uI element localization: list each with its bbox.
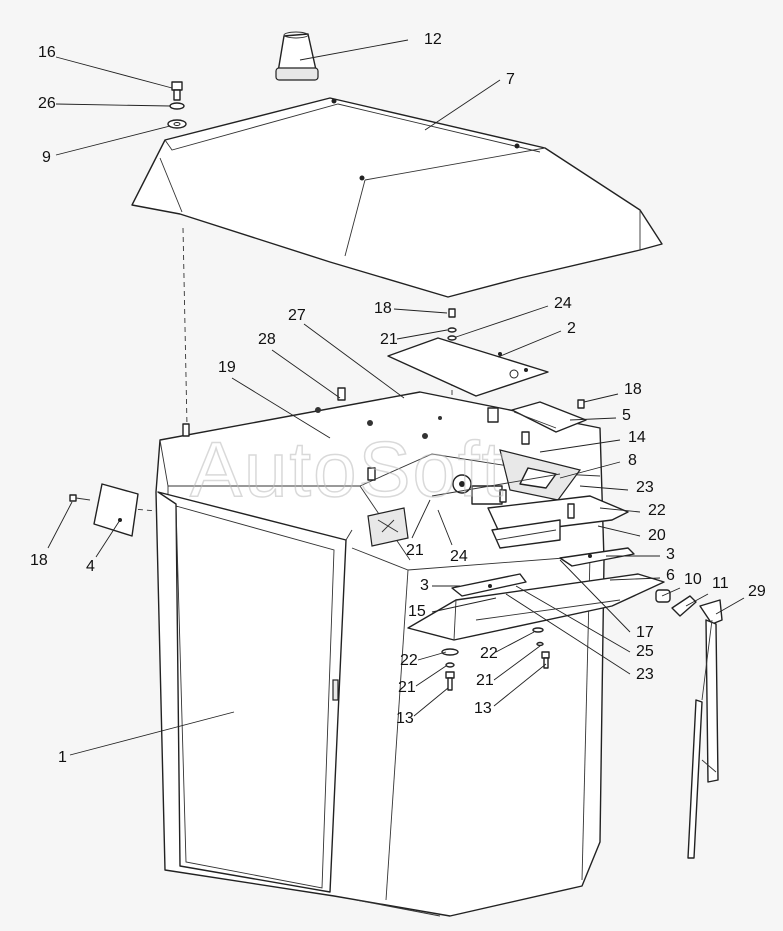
callout-label-13: 13 [396,710,414,727]
callout-leader-13 [413,687,449,717]
callout-label-24: 24 [554,295,572,312]
callout-label-19: 19 [218,359,236,376]
callout-label-25: 25 [636,643,654,660]
callout-label-22: 22 [400,652,418,669]
callout-leader-25 [515,585,631,653]
callout-leader-22 [417,651,447,661]
callout-label-9: 9 [42,149,51,166]
callout-leader-12 [299,39,409,61]
callout-label-21: 21 [398,679,416,696]
callout-label-17: 17 [636,624,654,641]
callout-label-18: 18 [374,300,392,317]
callout-leader-18 [47,501,73,549]
callout-leader-19 [231,377,331,439]
callout-leader-24 [455,305,549,338]
callout-leader-13 [493,663,547,707]
callout-leader-29 [715,597,745,615]
callout-label-26: 26 [38,95,56,112]
callout-leader-16 [55,56,173,89]
watermark-text: AutoSoft [190,425,505,513]
callout-leader-9 [55,125,171,156]
callout-leader-10 [661,587,681,597]
callout-label-12: 12 [424,31,442,48]
callout-label-7: 7 [506,71,515,88]
callout-label-4: 4 [86,558,95,575]
cover-plate [387,337,549,397]
callout-leader-1 [69,711,235,756]
small-screw [69,308,585,502]
callout-label-13: 13 [474,700,492,717]
callout-leader-21 [493,645,541,681]
callout-label-21: 21 [476,672,494,689]
callout-label-20: 20 [648,527,666,544]
bolt-washer-stack [167,81,187,129]
callout-label-5: 5 [622,407,631,424]
callout-label-16: 16 [38,44,56,61]
callout-label-28: 28 [258,331,276,348]
callout-label-15: 15 [408,603,426,620]
callout-leader-20 [597,525,641,537]
callout-label-18: 18 [30,552,48,569]
mounting-brackets [451,547,635,597]
callout-label-3: 3 [666,546,675,563]
callout-label-24: 24 [450,548,468,565]
callout-leader-21 [415,665,447,687]
callout-leader-21 [411,499,431,539]
roof-hood [131,97,663,298]
beacon-lamp [275,31,319,81]
callout-label-27: 27 [288,307,306,324]
callout-label-10: 10 [684,571,702,588]
lower-bolts [441,627,550,691]
callout-leader-11 [685,593,709,607]
callout-leader-4 [95,519,121,558]
callout-leader-17 [559,559,631,633]
callout-label-29: 29 [748,583,766,600]
callout-leader-14 [539,439,621,453]
callout-leader-21 [396,329,448,340]
callout-label-23: 23 [636,666,654,683]
callout-leader-15 [431,597,497,613]
callout-leader-18 [393,308,448,314]
callout-label-6: 6 [666,567,675,584]
callout-label-3: 3 [420,577,429,594]
callout-label-22: 22 [648,502,666,519]
callout-label-23: 23 [636,479,654,496]
callout-label-22: 22 [480,645,498,662]
callout-leader-26 [55,103,171,107]
callout-leader-7 [424,79,501,131]
callout-leader-23 [579,485,629,491]
side-cover [93,483,139,537]
callout-label-8: 8 [628,452,637,469]
callout-label-18: 18 [624,381,642,398]
callout-label-2: 2 [567,320,576,337]
cabin-body [155,387,605,917]
callout-label-21: 21 [406,542,424,559]
callout-label-1: 1 [58,749,67,766]
callout-leader-24 [437,509,453,546]
callout-leader-2 [497,330,562,358]
wiper-arm-assembly [655,589,723,859]
callout-leader-18 [583,393,619,403]
callout-label-11: 11 [712,575,729,592]
callout-label-14: 14 [628,429,646,446]
callout-leader-27 [303,323,405,399]
callout-leader-8 [559,461,621,479]
callout-label-21: 21 [380,331,398,348]
callout-leader-22 [495,631,535,653]
small-plate [511,401,587,433]
wiper-mechanism [431,449,629,549]
callout-leader-5 [569,417,617,421]
callout-leader-23 [505,593,631,675]
callout-leader-28 [271,349,341,399]
callout-leader-6 [609,577,661,581]
callout-leader-22 [599,507,641,513]
